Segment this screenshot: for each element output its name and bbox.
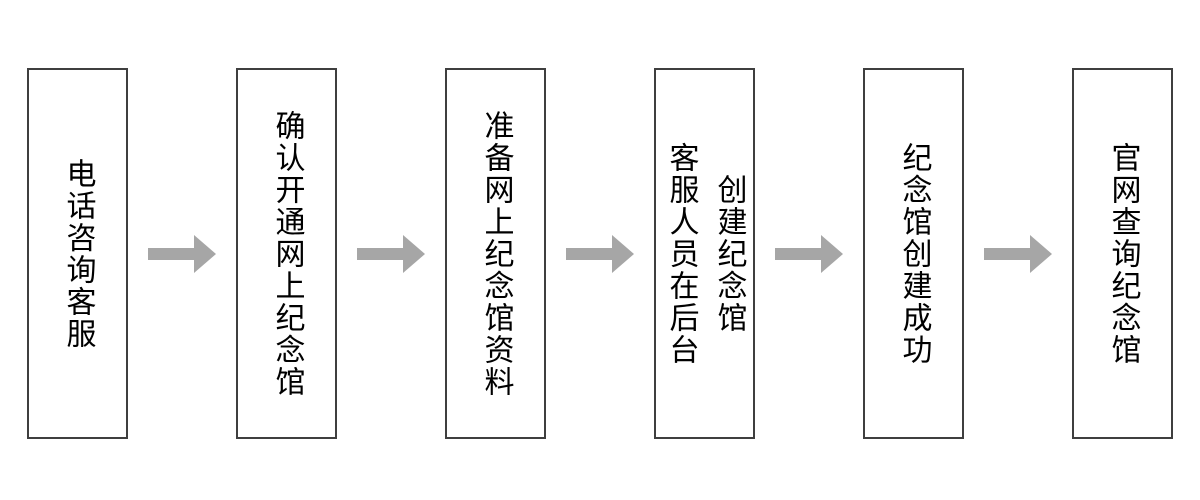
flow-step-6-label: 官网查询纪念馆 bbox=[1106, 141, 1140, 366]
connector-1 bbox=[128, 234, 236, 273]
flowchart: 电话咨询客服 确认开通网上纪念馆 准备网上纪念馆资料 bbox=[27, 68, 1173, 439]
flow-step-4-label: 客服人员在后台 创建纪念馆 bbox=[664, 141, 746, 366]
flow-step-4: 客服人员在后台 创建纪念馆 bbox=[654, 68, 755, 439]
flow-step-5-label: 纪念馆创建成功 bbox=[897, 141, 931, 366]
arrow-right-icon bbox=[148, 234, 216, 273]
arrow-right-icon bbox=[775, 234, 843, 273]
flow-step-3: 准备网上纪念馆资料 bbox=[445, 68, 546, 439]
flow-step-1: 电话咨询客服 bbox=[27, 68, 128, 439]
flow-step-5: 纪念馆创建成功 bbox=[863, 68, 964, 439]
arrow-right-icon bbox=[984, 234, 1052, 273]
connector-2 bbox=[337, 234, 445, 273]
arrow-right-icon bbox=[566, 234, 634, 273]
flow-step-3-label: 准备网上纪念馆资料 bbox=[479, 109, 513, 398]
connector-4 bbox=[755, 234, 863, 273]
arrow-right-icon bbox=[357, 234, 425, 273]
connector-3 bbox=[546, 234, 654, 273]
flow-step-6: 官网查询纪念馆 bbox=[1072, 68, 1173, 439]
flow-step-2-label: 确认开通网上纪念馆 bbox=[270, 109, 304, 398]
flow-step-1-label: 电话咨询客服 bbox=[61, 157, 95, 350]
flow-step-2: 确认开通网上纪念馆 bbox=[236, 68, 337, 439]
connector-5 bbox=[964, 234, 1072, 273]
